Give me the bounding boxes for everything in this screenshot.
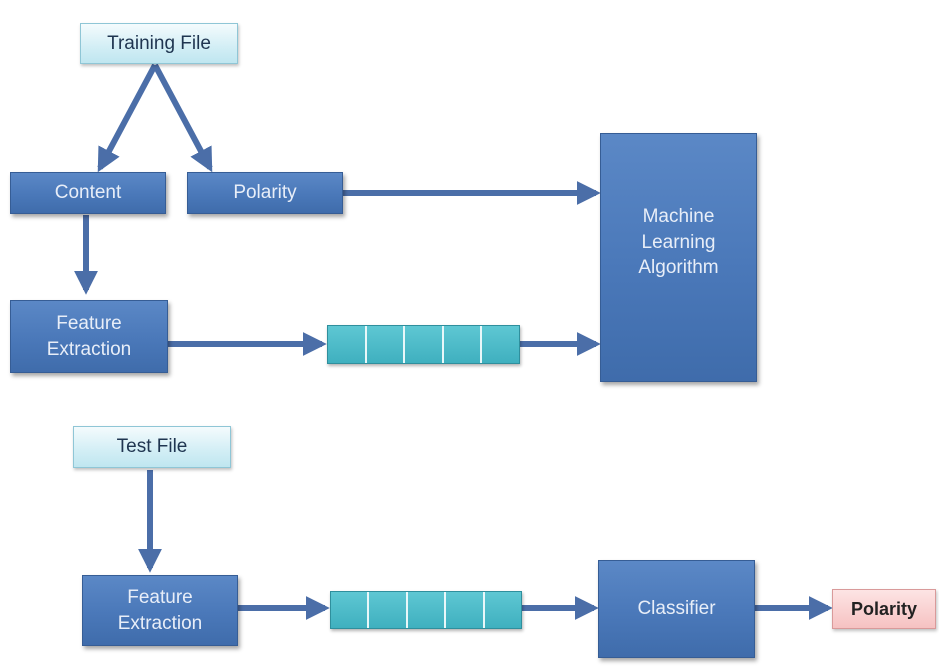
vector-cell: [482, 326, 519, 363]
classifier-label: Classifier: [637, 598, 716, 620]
polarity-output-node: Polarity: [832, 589, 936, 629]
feature-extraction-line-2: Extraction: [46, 338, 132, 360]
ml-line-2: Learning: [641, 231, 716, 253]
polarity-output-label: Polarity: [850, 598, 918, 619]
ml-line-3: Algorithm: [638, 257, 719, 279]
test-file-label: Test File: [116, 436, 188, 458]
vector-cell: [446, 592, 485, 628]
training-feature-vector: [327, 325, 520, 364]
training-file-label: Training File: [107, 32, 211, 54]
training-file-node: Training File: [80, 23, 238, 64]
machine-learning-algorithm-node: Machine Learning Algorithm: [600, 133, 757, 382]
classifier-node: Classifier: [598, 560, 755, 658]
vector-cell: [328, 326, 367, 363]
test-feature-extraction-node: Feature Extraction: [82, 575, 238, 646]
feature-extraction-line-1: Feature: [56, 312, 122, 334]
arrow-training-to-polarity: [152, 63, 213, 173]
content-node: Content: [10, 172, 166, 214]
arrow-training-to-content: [97, 63, 158, 173]
test-feature-extraction-line-2: Extraction: [117, 612, 203, 634]
polarity-label: Polarity: [233, 182, 297, 204]
test-feature-extraction-line-1: Feature: [127, 586, 193, 608]
vector-cell: [366, 326, 406, 363]
vector-cell: [405, 326, 444, 363]
vector-cell: [484, 592, 522, 628]
test-feature-vector: [330, 591, 522, 629]
polarity-node: Polarity: [187, 172, 343, 214]
vector-cell: [331, 592, 370, 628]
vector-cell: [443, 326, 483, 363]
content-label: Content: [54, 182, 122, 204]
feature-extraction-node: Feature Extraction: [10, 300, 168, 373]
vector-cell: [407, 592, 447, 628]
vector-cell: [369, 592, 408, 628]
ml-line-1: Machine: [642, 206, 715, 227]
test-file-node: Test File: [73, 426, 231, 468]
